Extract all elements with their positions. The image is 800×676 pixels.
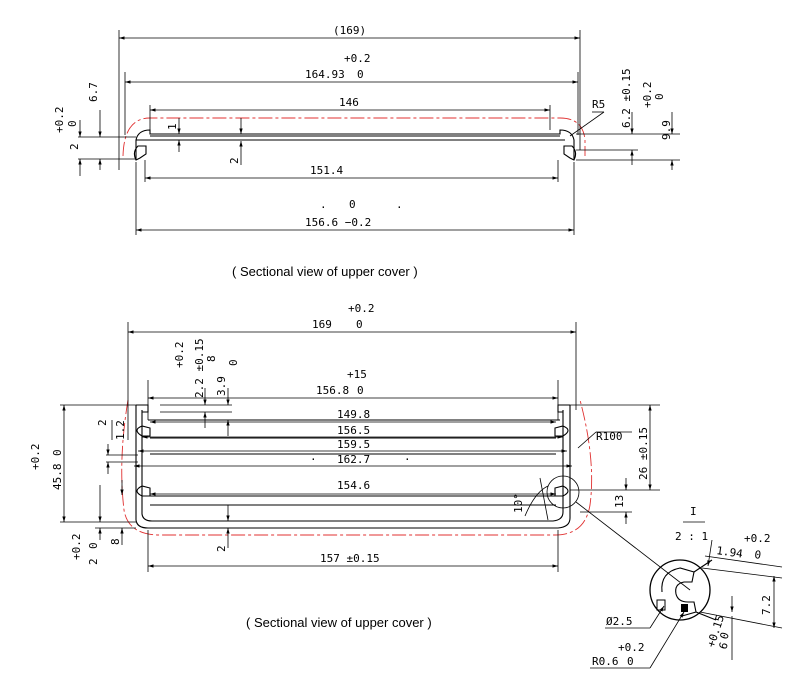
dim-6-label: 6 (716, 641, 730, 651)
tol-bl-upper: +0.2 (70, 534, 83, 561)
view1-caption: ( Sectional view of upper cover ) (232, 264, 418, 279)
dim-169-label: (169) (333, 24, 366, 37)
dim-22-label: 2.2 ±0.15 (193, 338, 206, 398)
dim-bl-2-label: 2 (87, 558, 100, 565)
tol-6-lower: 0 (717, 631, 731, 641)
dim-1498-label: 149.8 (337, 408, 370, 421)
dot-mark-2: . (396, 198, 403, 211)
radius-r06-label: R0.6 (592, 655, 619, 668)
dim-458-label: 45.8 (51, 464, 64, 491)
tol-1568-lower: 0 (357, 384, 364, 397)
dim-156-label: 156.6 −0.2 (305, 216, 371, 229)
detail-boss-circle (649, 559, 711, 621)
detail-notch-left (656, 599, 666, 611)
tol-1568-upper: +15 (347, 368, 367, 381)
dim-67-label: 6.7 (87, 82, 100, 102)
dot-mark-3: . (310, 450, 317, 463)
tol-164-lower: 0 (357, 68, 364, 81)
dim-2-mid-label: 2 (228, 157, 241, 164)
view2-caption: ( Sectional view of upper cover ) (246, 615, 432, 630)
dim-169b-label: 169 (312, 318, 332, 331)
dim-13-label: 13 (613, 495, 626, 508)
dim-2-side-label: 2 (96, 419, 109, 426)
dim-72-label: 7.2 (760, 595, 773, 615)
tol-169b-upper: +0.2 (348, 302, 375, 315)
tol-39-lower: 0 (227, 359, 240, 366)
dim-157-label: 157 ±0.15 (320, 552, 380, 565)
tol-169b-lower: 0 (356, 318, 363, 331)
dim-2-left-label: 2 (68, 143, 81, 150)
dim-62-label: 6.2 ±0.15 (620, 68, 633, 128)
tol-left-lower: 0 (66, 120, 79, 127)
dim-1568-label: 156.8 (316, 384, 349, 397)
view2-envelope-line (121, 399, 593, 536)
tol-194-upper: +0.2 (744, 532, 771, 545)
dim-12-label: 1.2 (114, 420, 127, 440)
dim-164-label: 164.93 (305, 68, 345, 81)
view1-envelope-line (122, 117, 586, 157)
dim-1595-label: 159.5 (337, 438, 370, 451)
tol-458-upper: +0.2 (29, 444, 42, 471)
angle-10-label: 10° (512, 493, 525, 513)
tol-458-lower: 0 (51, 449, 64, 456)
dim-8b-label: 8 (109, 538, 122, 545)
view2-section: +0.2 169 0 +0.2 2.2 ±0.15 8 3.9 0 +15 15… (29, 302, 691, 630)
tol-bl-lower: 0 (87, 542, 100, 549)
detail-scale: 2 : 1 (675, 530, 708, 543)
dim-26-label: 26 ±0.15 (637, 427, 650, 480)
dim-8-label: 8 (205, 355, 218, 362)
dot-mark-4: . (404, 450, 411, 463)
view1-profile (133, 129, 577, 161)
tol-r06-lower: 0 (627, 655, 634, 668)
dim-99-label: 9.9 (660, 120, 673, 140)
radius-r100-label: R100 (596, 430, 623, 443)
detail-callout-circle (546, 475, 580, 509)
detail-notch-right (681, 604, 688, 612)
dim-146-label: 146 (339, 96, 359, 109)
tol-194-lower: 0 (754, 548, 762, 562)
dim-1-label: 1 (166, 123, 179, 130)
tol-right-lower: 0 (653, 93, 666, 100)
dim-1565-label: 156.5 (337, 424, 370, 437)
detail-label: I (690, 505, 697, 518)
tol-164-upper: +0.2 (344, 52, 371, 65)
dim-1546-label: 154.6 (337, 479, 370, 492)
dim-2-bot-label: 2 (215, 545, 228, 552)
dim-194-label: 1.94 (716, 544, 744, 561)
dia-25-label: Ø2.5 (606, 615, 633, 628)
view1-section: (169) +0.2 164.93 0 146 151.4 0 156.6 −0… (53, 24, 680, 279)
tol-stack-upper: +0.2 (173, 342, 186, 369)
radius-r5-label: R5 (592, 98, 605, 111)
dim-39-label: 3.9 (215, 376, 228, 396)
tol-left-upper: +0.2 (53, 107, 66, 134)
dot-mark-1: . (320, 198, 327, 211)
tol-156-upper: 0 (349, 198, 356, 211)
tol-right-upper: +0.2 (641, 82, 654, 109)
tol-r06-upper: +0.2 (618, 641, 645, 654)
dim-151-label: 151.4 (310, 164, 343, 177)
dim-1627-label: 162.7 (337, 453, 370, 466)
